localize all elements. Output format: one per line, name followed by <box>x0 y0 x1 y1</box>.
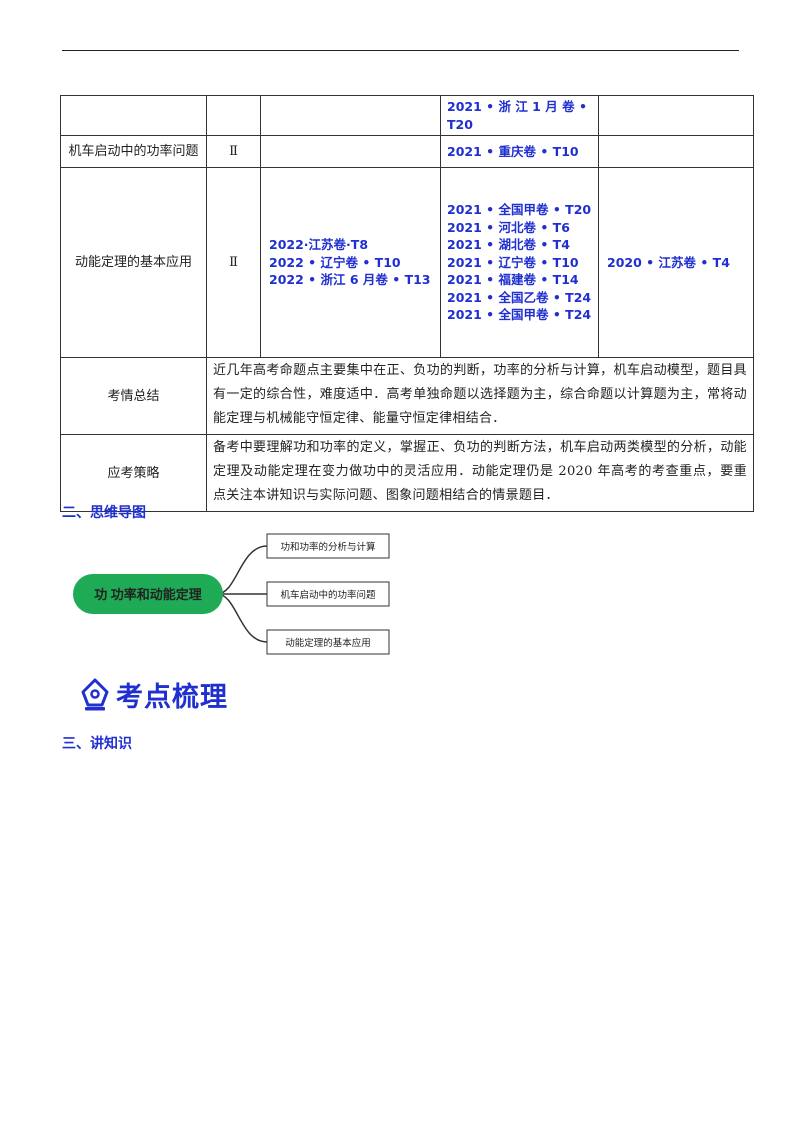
heading-title: 考点梳理 <box>116 682 228 713</box>
exam-ref: 2021 • 福建卷 • T14 <box>447 272 579 288</box>
exam-ref: 2022 • 浙江 6 月卷 • T13 <box>269 272 431 288</box>
exam-table: 2021 • 浙 江 1 月 卷 • T20 机车启动中的功率问题 Ⅱ 2021… <box>60 95 754 512</box>
exam-ref: 2022 • 辽宁卷 • T10 <box>269 254 401 270</box>
mind-map: 功 功率和动能定理 功和功率的分析与计算 机车启动中的功率问题 动能定理的基本应… <box>73 533 390 655</box>
section-heading: 考点梳理 <box>80 675 228 714</box>
exam-ref: 2021 • 辽宁卷 • T10 <box>447 254 579 270</box>
table-row: 考情总结 近几年高考命题点主要集中在正、负功的判断，功率的分析与计算，机车启动模… <box>60 357 754 435</box>
exam-ref: 2020 • 江苏卷 • T4 <box>607 254 730 270</box>
pen-nib-icon <box>81 678 109 710</box>
strategy-text: 备考中要理解功和功率的定义，掌握正、负功的判断方法，机车启动两类模型的分析，动能… <box>206 434 754 512</box>
table-row: 应考策略 备考中要理解功和功率的定义，掌握正、负功的判断方法，机车启动两类模型的… <box>60 434 754 512</box>
table-row: 动能定理的基本应用 Ⅱ 2022·江苏卷·T8 2022 • 辽宁卷 • T10… <box>60 167 754 358</box>
mindmap-branch-node <box>266 629 390 655</box>
exam-ref: 2021 • 全国甲卷 • T20 <box>447 202 592 218</box>
header-rule <box>62 50 739 51</box>
table-row: 2021 • 浙 江 1 月 卷 • T20 <box>60 95 754 136</box>
section-title-knowledge: 三、讲知识 <box>62 736 132 752</box>
topic-cell: 机车启动中的功率问题 <box>60 135 207 168</box>
level-cell: Ⅱ <box>206 135 261 168</box>
mindmap-branch-label: 功和功率的分析与计算 <box>280 541 375 553</box>
mindmap-branch-node <box>266 581 390 607</box>
mindmap-branch-label: 机车启动中的功率问题 <box>280 589 376 601</box>
topic-cell: 动能定理的基本应用 <box>60 167 207 358</box>
mindmap-branch-label: 动能定理的基本应用 <box>285 637 371 649</box>
exam-ref: 2021 • 全国甲卷 • T24 <box>447 307 592 323</box>
strategy-label: 应考策略 <box>60 434 207 512</box>
mindmap-branch-node <box>266 533 390 559</box>
table-row: 机车启动中的功率问题 Ⅱ 2021 • 重庆卷 • T10 <box>60 135 754 168</box>
exam-ref: 2021 • 湖北卷 • T4 <box>447 237 570 253</box>
mindmap-connector <box>216 545 268 595</box>
mindmap-center-label: 功 功率和动能定理 <box>94 587 202 602</box>
level-cell: Ⅱ <box>206 167 261 358</box>
exam-ref: 2021 • 河北卷 • T6 <box>447 219 570 235</box>
mindmap-connector <box>216 593 268 643</box>
exam-ref: 2022·江苏卷·T8 <box>269 237 369 253</box>
summary-text: 近几年高考命题点主要集中在正、负功的判断，功率的分析与计算，机车启动模型，题目具… <box>206 357 754 435</box>
exam-ref: 2021 • 重庆卷 • T10 <box>447 143 579 159</box>
summary-label: 考情总结 <box>60 357 207 435</box>
section-title-mindmap: 二、思维导图 <box>62 505 146 521</box>
exam-ref: 2021 • 浙 江 1 月 卷 • T20 <box>447 99 587 132</box>
mindmap-center-node <box>73 574 223 614</box>
exam-ref: 2021 • 全国乙卷 • T24 <box>447 289 592 305</box>
